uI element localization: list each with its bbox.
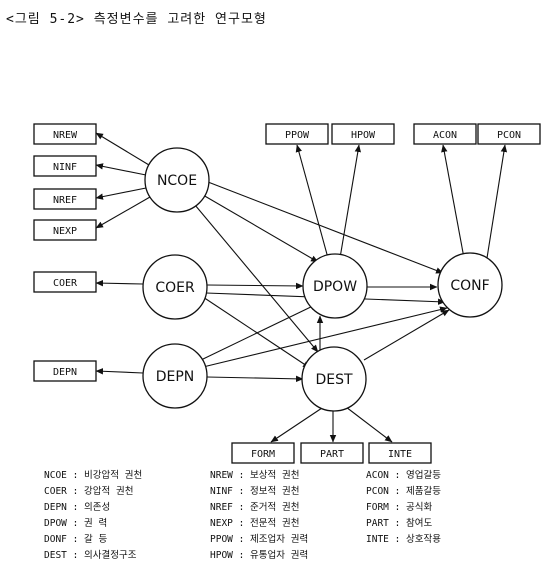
legend-item: COER : 강압적 권천 (44, 485, 133, 497)
box-label: COER (53, 278, 78, 289)
box-label: PPOW (285, 130, 310, 141)
edge-ncoe-nexp (95, 196, 151, 229)
legend-item: DEST : 의사결정구조 (44, 550, 137, 561)
edge-ncoe-dest (194, 204, 319, 353)
edge-ncoe-nref (95, 187, 147, 200)
node-label: CONF (450, 278, 489, 294)
edge-dest-conf (363, 309, 450, 361)
box-ppow: PPOW (265, 123, 329, 145)
box-nref: NREF (33, 188, 97, 210)
box-pcon: PCON (477, 123, 541, 145)
box-form: FORM (231, 442, 295, 464)
box-label: HPOW (351, 130, 376, 141)
figure-title: <그림 5-2> 측정변수를 고려한 연구모형 (6, 12, 267, 27)
node-dpow: DPOW (302, 253, 368, 319)
edge-depn-dpow (200, 303, 318, 361)
node-depn: DEPN (142, 343, 208, 409)
box-hpow: HPOW (331, 123, 395, 145)
node-label: NCOE (157, 173, 197, 189)
node-coer: COER (142, 254, 208, 320)
edge-conf-pcon (486, 144, 508, 259)
box-label: DEPN (53, 367, 77, 378)
box-label: NREF (53, 195, 77, 206)
box-coer-measure: COER (33, 271, 97, 293)
legend-item: PPOW : 제조업자 권력 (210, 533, 308, 545)
edge-coer-measure (95, 279, 144, 287)
edge-ncoe-nrew (95, 132, 150, 166)
edge-coer-dest (202, 296, 311, 369)
edge-conf-acon (441, 144, 465, 259)
box-label: INTE (388, 449, 412, 460)
edges (95, 132, 508, 443)
node-label: DEPN (156, 369, 195, 385)
legend-item: DONF : 갈 등 (44, 533, 107, 545)
edge-dpow-ppow (295, 144, 329, 259)
legend-item: NINF : 정보적 권천 (210, 485, 299, 497)
box-label: PART (320, 449, 344, 460)
box-label: NEXP (53, 226, 77, 237)
edge-depn-dest (206, 375, 304, 383)
node-ncoe: NCOE (144, 147, 210, 213)
box-label: ACON (433, 130, 457, 141)
legend-item: PART : 참여도 (366, 517, 433, 529)
legend-item: NEXP : 전문적 권천 (210, 517, 299, 529)
edge-ncoe-ninf (95, 163, 147, 176)
node-label: DEST (315, 372, 353, 388)
legend-item: FORM : 공식화 (366, 502, 433, 513)
box-label: PCON (497, 130, 521, 141)
legend: NCOE : 비강압적 권천 NREW : 보상적 권천 ACON : 영업갈등… (44, 469, 441, 561)
box-inte: INTE (368, 442, 432, 464)
node-label: COER (155, 280, 195, 296)
box-nexp: NEXP (33, 219, 97, 241)
edge-coer-dpow (206, 282, 304, 290)
box-depn-measure: DEPN (33, 360, 97, 382)
legend-item: ACON : 영업갈등 (366, 469, 441, 481)
node-dest: DEST (301, 346, 367, 412)
edge-ncoe-dpow (202, 194, 319, 263)
box-label: NINF (53, 162, 77, 173)
box-acon: ACON (413, 123, 477, 145)
legend-item: NCOE : 비강압적 권천 (44, 469, 142, 481)
box-label: FORM (251, 449, 275, 460)
legend-item: DPOW : 권 력 (44, 517, 107, 529)
box-ninf: NINF (33, 155, 97, 177)
legend-item: INTE : 상호작용 (366, 534, 441, 545)
edge-depn-measure (95, 368, 144, 375)
legend-item: PCON : 제품갈등 (366, 485, 441, 497)
edge-dpow-hpow (339, 144, 361, 259)
legend-item: NREW : 보상적 권천 (210, 469, 299, 481)
edge-ncoe-conf (207, 181, 444, 274)
box-label: NREW (53, 130, 78, 141)
edge-depn-conf (202, 306, 448, 368)
edge-dest-form (270, 407, 323, 443)
legend-item: NREF : 준거적 권천 (210, 501, 299, 513)
edge-dest-inte (345, 406, 393, 443)
box-part: PART (300, 442, 364, 464)
node-conf: CONF (437, 252, 503, 318)
node-label: DPOW (313, 279, 357, 295)
box-nrew: NREW (33, 123, 97, 145)
legend-item: HPOW : 유통업자 권력 (210, 549, 308, 561)
legend-item: DEPN : 의존성 (44, 502, 110, 513)
